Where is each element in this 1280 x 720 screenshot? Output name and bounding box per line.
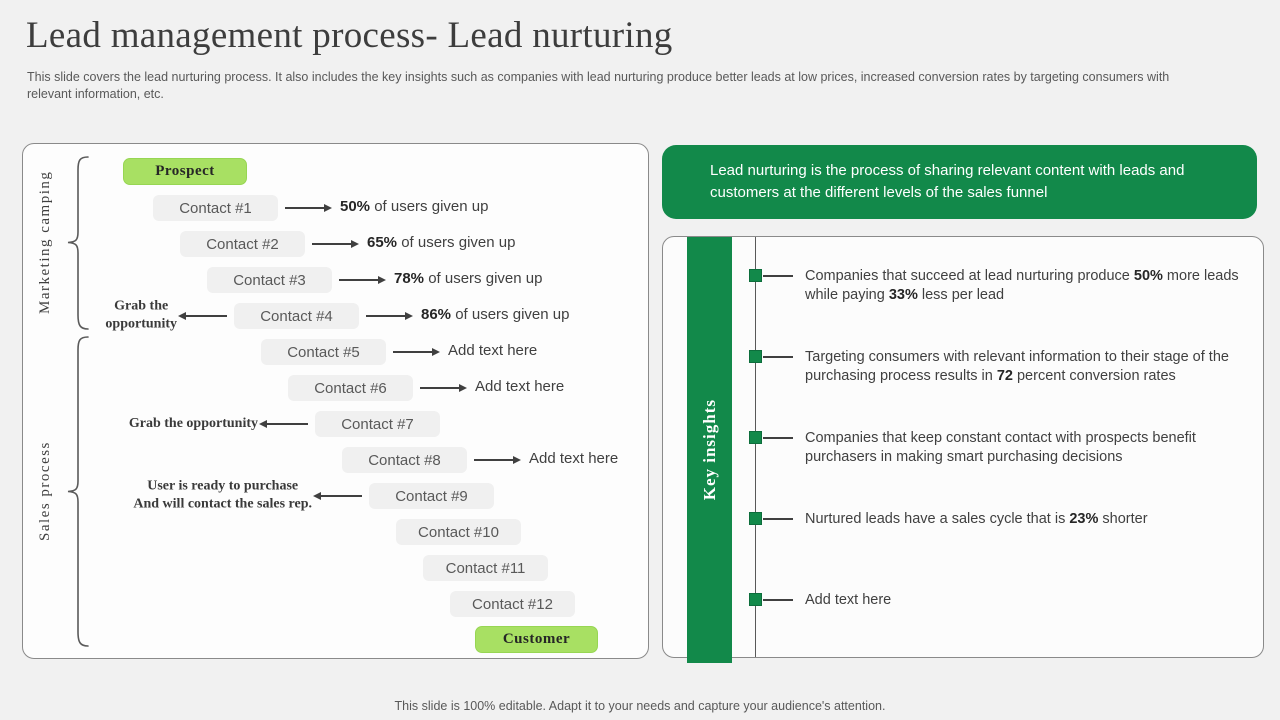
flow-arrow-right-icon xyxy=(393,347,440,356)
insight-marker-icon xyxy=(749,431,762,444)
contact-box[interactable]: Contact #3 xyxy=(207,267,332,293)
page-title: Lead management process- Lead nurturing xyxy=(26,15,673,56)
contact-box[interactable]: Contact #2 xyxy=(180,231,305,257)
process-panel: Marketing camping Sales process Prospect… xyxy=(22,143,649,659)
insight-connector-line xyxy=(763,437,793,439)
flow-right-label[interactable]: Add text here xyxy=(448,342,538,359)
flow-arrow-right-icon xyxy=(420,383,467,392)
flow-left-note: User is ready to purchase And will conta… xyxy=(133,478,312,512)
contact-box[interactable]: Contact #9 xyxy=(369,483,494,509)
flow-right-label[interactable]: Add text here xyxy=(529,450,619,467)
contact-box[interactable]: Contact #11 xyxy=(423,555,548,581)
insight-text[interactable]: Add text here xyxy=(805,592,892,608)
flow-left-note: Grab the opportunity xyxy=(105,298,177,332)
marketing-brace-icon xyxy=(67,156,89,330)
insight-connector-line xyxy=(763,356,793,358)
insight-text: Targeting consumers with relevant inform… xyxy=(805,349,1229,384)
customer-button[interactable]: Customer xyxy=(475,626,598,653)
insight-text: Nurtured leads have a sales cycle that i… xyxy=(805,511,1148,527)
definition-text: Lead nurturing is the process of sharing… xyxy=(710,162,1185,201)
contact-box[interactable]: Contact #7 xyxy=(315,411,440,437)
insight-text: Companies that keep constant contact wit… xyxy=(805,430,1196,465)
insights-panel: Key insights Companies that succeed at l… xyxy=(662,236,1264,663)
contact-box[interactable]: Contact #5 xyxy=(261,339,386,365)
flow-right-label: 50% of users given up xyxy=(340,198,489,215)
flow-right-label[interactable]: Add text here xyxy=(475,378,565,395)
flow-arrow-right-icon xyxy=(285,203,332,212)
flow-arrow-left-icon xyxy=(259,419,308,428)
flow-arrow-left-icon xyxy=(313,491,362,500)
flow-arrow-right-icon xyxy=(312,239,359,248)
slide-subtitle: This slide covers the lead nurturing pro… xyxy=(27,70,1170,101)
contact-box[interactable]: Contact #12 xyxy=(450,591,575,617)
flow-arrow-right-icon xyxy=(366,311,413,320)
flow-right-label: 86% of users given up xyxy=(421,306,570,323)
insight-connector-line xyxy=(763,599,793,601)
sales-brace-icon xyxy=(67,336,89,647)
contact-box[interactable]: Contact #1 xyxy=(153,195,278,221)
flow-arrow-right-icon xyxy=(474,455,521,464)
contact-box[interactable]: Contact #8 xyxy=(342,447,467,473)
group-label-marketing: Marketing camping xyxy=(37,170,53,315)
insight-connector-line xyxy=(763,275,793,277)
prospect-button[interactable]: Prospect xyxy=(123,158,247,185)
insight-marker-icon xyxy=(749,593,762,606)
flow-right-label: 78% of users given up xyxy=(394,270,543,287)
insights-heading: Key insights xyxy=(699,399,719,501)
insight-marker-icon xyxy=(749,512,762,525)
contact-box[interactable]: Contact #6 xyxy=(288,375,413,401)
insight-timeline xyxy=(755,237,756,657)
flow-right-label: 65% of users given up xyxy=(367,234,516,251)
insights-sidebar: Key insights xyxy=(687,237,732,663)
insight-marker-icon xyxy=(749,350,762,363)
insight-marker-icon xyxy=(749,269,762,282)
insight-connector-line xyxy=(763,518,793,520)
flow-arrow-right-icon xyxy=(339,275,386,284)
insight-text: Companies that succeed at lead nurturing… xyxy=(805,268,1239,303)
flow-arrow-left-icon xyxy=(178,311,227,320)
flow-left-note: Grab the opportunity xyxy=(128,415,258,431)
contact-box[interactable]: Contact #10 xyxy=(396,519,521,545)
footer-note: This slide is 100% editable. Adapt it to… xyxy=(394,699,886,713)
group-label-sales: Sales process xyxy=(37,441,53,541)
definition-banner: Lead nurturing is the process of sharing… xyxy=(662,145,1257,219)
contact-box[interactable]: Contact #4 xyxy=(234,303,359,329)
